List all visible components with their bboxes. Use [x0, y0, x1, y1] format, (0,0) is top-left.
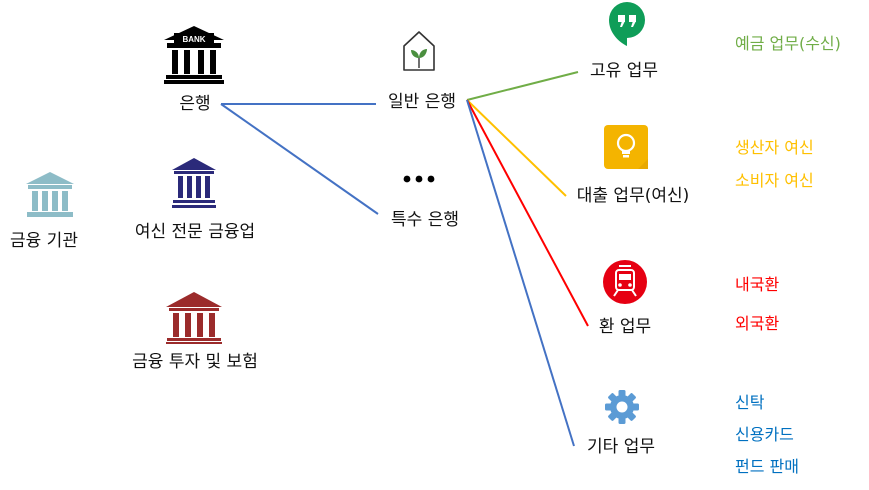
sub-item-producer-credit: 생산자 여신 — [735, 138, 814, 157]
bank-building-icon: BANK — [164, 26, 224, 84]
node-loan-business-label: 대출 업무(여신) — [576, 186, 690, 206]
lightbulb-icon — [604, 125, 648, 169]
node-investment-insurance-label: 금융 투자 및 보험 — [132, 352, 258, 372]
node-special-bank-label: 특수 은행 — [391, 210, 459, 230]
quote-chat-icon — [609, 2, 645, 46]
edge-general-exchange — [466, 99, 589, 327]
plant-house-icon — [403, 31, 435, 71]
node-credit-finance-label: 여신 전문 금융업 — [134, 222, 256, 242]
sub-item-trust: 신탁 — [735, 393, 765, 412]
purple-building-icon — [172, 158, 216, 208]
edge-general-core — [466, 71, 579, 101]
ellipsis-icon — [403, 175, 435, 183]
node-core-business-label: 고유 업무 — [590, 61, 658, 81]
museum-building-icon — [26, 172, 74, 217]
sub-item-foreign-exchange: 외국환 — [735, 314, 780, 333]
root-label: 금융 기관 — [10, 231, 78, 251]
node-bank-label: 은행 — [179, 94, 211, 114]
red-building-icon — [166, 292, 222, 344]
tram-icon — [603, 260, 647, 304]
node-exchange-business-label: 환 업무 — [598, 317, 652, 337]
edge-general-loan — [466, 99, 567, 197]
node-other-business-label: 기타 업무 — [587, 437, 655, 457]
gear-icon — [605, 390, 639, 424]
sub-item-consumer-credit: 소비자 여신 — [735, 171, 814, 190]
sub-item-deposit: 예금 업무(수신) — [735, 34, 841, 53]
sub-item-fund-sales: 펀드 판매 — [735, 457, 799, 476]
sub-item-credit-card: 신용카드 — [735, 425, 794, 444]
bank-sign-text: BANK — [182, 35, 205, 44]
edge-general-other — [466, 99, 575, 447]
edge-bank-special — [220, 103, 379, 215]
sub-item-domestic-exchange: 내국환 — [735, 275, 780, 294]
node-general-bank-label: 일반 은행 — [388, 92, 456, 112]
